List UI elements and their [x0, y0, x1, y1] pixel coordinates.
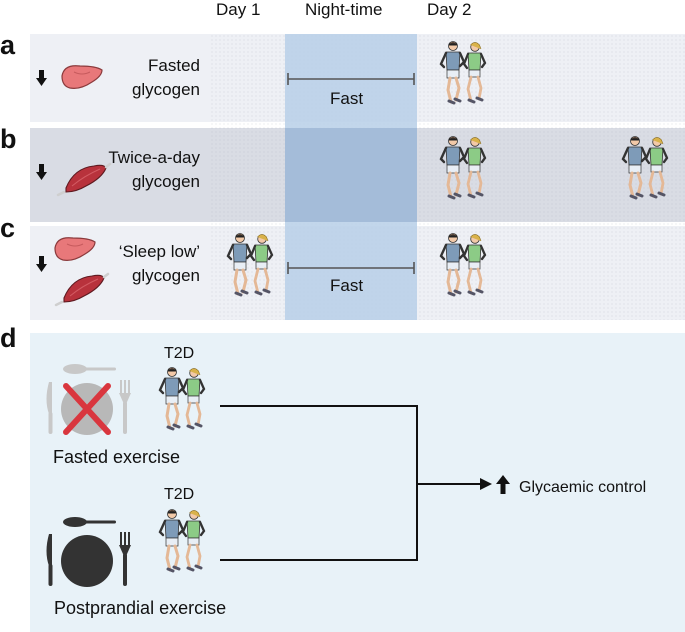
- cross-icon: [63, 383, 111, 435]
- liver-icon: [54, 237, 96, 261]
- runners-icon: [158, 366, 206, 431]
- row-c-label-line2: glycogen: [131, 266, 200, 285]
- up-arrow-icon: [496, 475, 510, 494]
- connector-arrowhead: [480, 478, 492, 490]
- panel-letter-c: c: [0, 213, 16, 243]
- liver-icon: [61, 65, 103, 90]
- row-c-fast-label: Fast: [330, 276, 364, 295]
- row-b-label-line1: Twice-a-day: [108, 148, 200, 167]
- night-time-band-dark: [285, 128, 417, 222]
- down-arrow-icon: [36, 164, 47, 180]
- spoon-icon: [63, 517, 116, 527]
- panel-letter-b: b: [0, 124, 17, 154]
- knife-icon: [46, 382, 53, 434]
- t2d-label-bottom: T2D: [164, 486, 195, 503]
- down-arrow-icon: [36, 256, 47, 272]
- row-a-fast-label: Fast: [330, 89, 364, 108]
- knife-icon: [46, 534, 53, 586]
- panel-letter-a: a: [0, 30, 16, 60]
- outcome-connector: [220, 405, 482, 561]
- spoon-icon: [63, 364, 116, 374]
- postprandial-meal-icon: [46, 517, 131, 587]
- row-a-fast-bracket: [287, 73, 415, 85]
- t2d-label-top: T2D: [164, 345, 195, 362]
- row-a-label-line2: glycogen: [131, 80, 200, 99]
- row-b-label: Twice-a-day glycogen: [80, 146, 200, 194]
- panel-d-background: [30, 333, 685, 632]
- row-c-fast-bracket: [287, 262, 415, 274]
- row-b-label-line2: glycogen: [131, 172, 200, 191]
- row-c-label: ‘Sleep low’ glycogen: [90, 240, 200, 288]
- runners-icon: [158, 508, 206, 573]
- muscle-icon: [56, 162, 112, 197]
- header-night-time: Night-time: [305, 0, 383, 19]
- runners-icon: [621, 135, 669, 200]
- muscle-icon: [54, 272, 110, 307]
- fork-icon: [119, 532, 131, 586]
- fasted-meal-icon: [46, 364, 131, 435]
- fork-icon: [119, 380, 131, 434]
- row-a-label: Fasted glycogen: [100, 54, 200, 102]
- row-a-label-line1: Fasted: [148, 56, 200, 75]
- panel-letter-d: d: [0, 323, 17, 353]
- row-c-label-line1: ‘Sleep low’: [118, 242, 200, 261]
- runners-icon: [439, 232, 487, 297]
- plate-icon: [61, 535, 113, 587]
- postprandial-exercise-caption: Postprandial exercise: [54, 598, 227, 618]
- glycaemic-control-label: Glycaemic control: [519, 479, 647, 496]
- header-day2: Day 2: [427, 0, 472, 19]
- down-arrow-icon: [36, 70, 47, 86]
- runners-icon: [226, 232, 274, 297]
- header-day1: Day 1: [216, 0, 261, 19]
- runners-icon: [439, 135, 487, 200]
- fasted-exercise-caption: Fasted exercise: [53, 447, 181, 467]
- runners-icon: [439, 40, 487, 105]
